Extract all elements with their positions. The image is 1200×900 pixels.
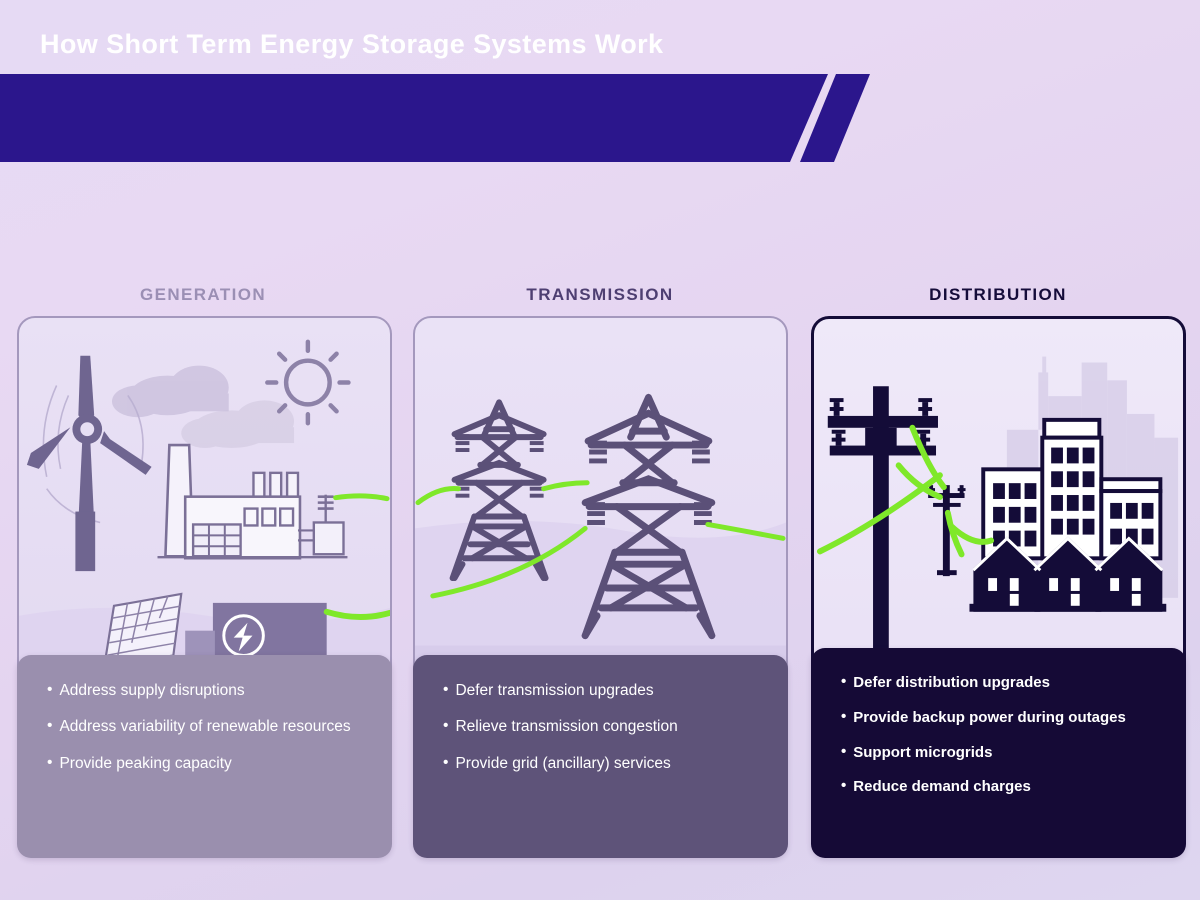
power-line-icon <box>323 608 390 621</box>
section-label-distribution: DISTRIBUTION <box>929 285 1067 304</box>
bullets-generation: • Address supply disruptions • Address v… <box>17 655 392 858</box>
bullet-marker: • <box>47 717 53 735</box>
utility-pole-icon <box>827 386 938 674</box>
cloud-icon <box>111 365 229 418</box>
power-line-icon <box>415 480 786 599</box>
insulator-icon <box>587 440 712 525</box>
section-label-transmission: TRANSMISSION <box>526 285 674 304</box>
bullet-text: Relieve transmission congestion <box>455 718 678 736</box>
bullet-text: Address variability of renewable resourc… <box>59 718 351 736</box>
list-item: • Defer distribution upgrades <box>841 673 1164 693</box>
list-item: • Reduce demand charges <box>841 778 1164 797</box>
wind-turbine-icon <box>26 355 152 572</box>
apartment-building-icon <box>981 417 1163 561</box>
power-line-icon <box>333 493 390 502</box>
power-line-icon <box>816 424 995 558</box>
bullets-transmission: • Defer transmission upgrades • Relieve … <box>413 655 788 858</box>
solar-panel-icon <box>102 592 183 681</box>
list-item: • Provide grid (ancillary) services <box>443 754 766 773</box>
list-item: • Defer transmission upgrades <box>443 681 766 700</box>
bullet-marker: • <box>443 681 449 698</box>
section-label-generation: GENERATION <box>139 285 267 304</box>
bullet-text: Provide backup power during outages <box>853 708 1126 726</box>
bullet-text: Reduce demand charges <box>853 778 1031 796</box>
list-item: • Address supply disruptions <box>47 681 370 700</box>
header-accent-slash <box>800 74 870 162</box>
list-item: • Address variability of renewable resou… <box>47 717 370 736</box>
bullet-marker: • <box>47 681 53 698</box>
bullet-text: Provide peaking capacity <box>59 754 232 772</box>
transmission-tower-icon <box>449 399 549 582</box>
bullet-text: Defer transmission upgrades <box>455 682 654 699</box>
bullet-marker: • <box>443 753 449 771</box>
bullet-marker: • <box>841 673 847 690</box>
bullets-distribution: • Defer distribution upgrades • Provide … <box>811 648 1186 858</box>
distribution-illustration <box>814 319 1183 855</box>
bullet-marker: • <box>443 717 449 735</box>
page-title: How Short Term Energy Storage Systems Wo… <box>40 28 664 59</box>
bullet-marker: • <box>841 777 847 795</box>
list-item: • Relieve transmission congestion <box>443 717 766 736</box>
list-item: • Support microgrids <box>841 742 1164 763</box>
transmission-tower-icon <box>581 393 716 640</box>
list-item: • Provide backup power during outages <box>841 707 1164 728</box>
bullet-marker: • <box>841 742 847 760</box>
bullet-marker: • <box>841 707 847 725</box>
bullet-text: Provide grid (ancillary) services <box>455 754 671 772</box>
insulator-icon <box>455 434 544 498</box>
factory-icon <box>157 443 348 560</box>
bullet-text: Support microgrids <box>853 743 993 761</box>
bullet-text: Defer distribution upgrades <box>853 674 1050 691</box>
list-item: • Provide peaking capacity <box>47 754 370 773</box>
sun-icon <box>265 339 351 426</box>
bullet-marker: • <box>47 753 53 771</box>
bullet-text: Address supply disruptions <box>59 682 245 699</box>
